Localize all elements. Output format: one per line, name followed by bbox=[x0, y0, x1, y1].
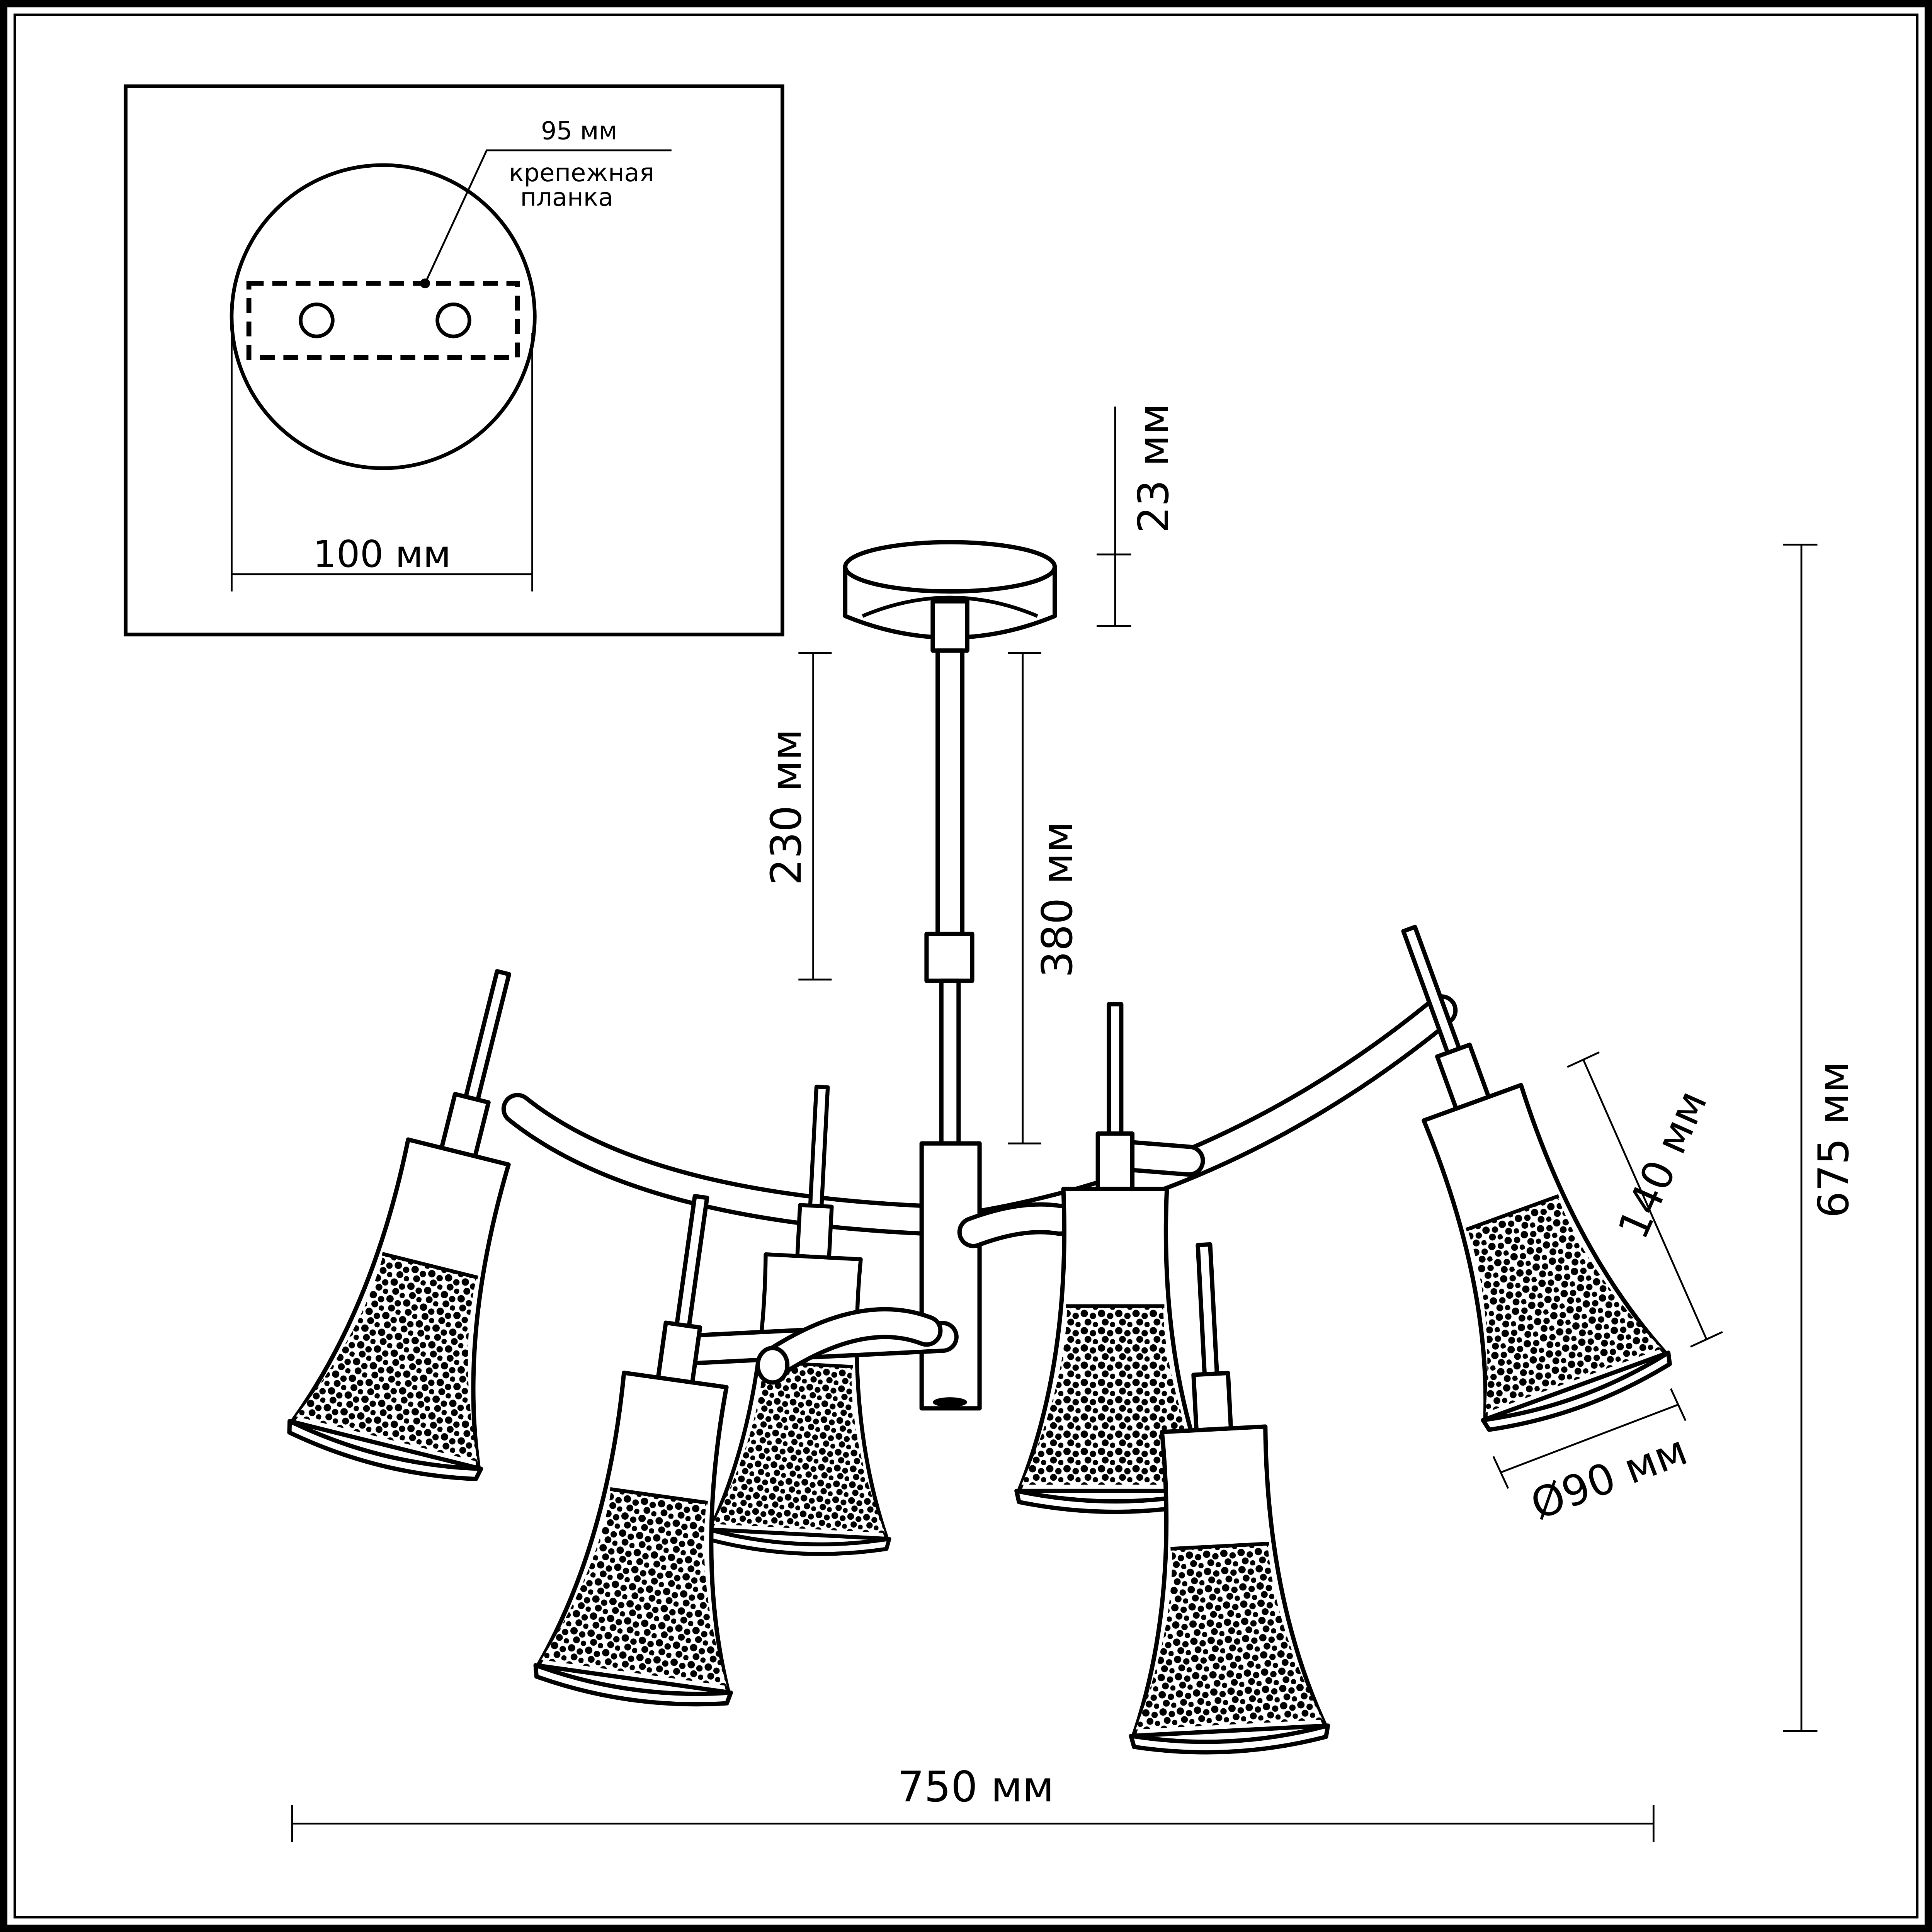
shade-height-label: 140 мм bbox=[1608, 1083, 1717, 1246]
shade-far-left bbox=[285, 949, 599, 1489]
total-height-label: 675 мм bbox=[1809, 1061, 1858, 1218]
leader-line bbox=[424, 149, 672, 284]
canopy-diameter-label: 100 мм bbox=[313, 532, 451, 576]
rod-length-label: 230 мм bbox=[762, 729, 811, 885]
shade-far-right bbox=[1316, 895, 1675, 1440]
rod bbox=[935, 648, 965, 939]
mounting-plate-inset: 95 мм крепежная планка 100 мм bbox=[124, 84, 784, 637]
screw-hole bbox=[299, 302, 335, 338]
canopy bbox=[843, 540, 1057, 594]
shade-diameter-label: Ø90 мм bbox=[1524, 1425, 1694, 1530]
central-body bbox=[919, 1141, 982, 1411]
plate-width-label: 95 мм bbox=[541, 117, 617, 145]
plate-name-label: планка bbox=[520, 184, 613, 212]
mounting-plate bbox=[246, 281, 520, 360]
chandelier bbox=[285, 540, 1675, 1757]
total-width-label: 750 мм bbox=[898, 1762, 1054, 1811]
canopy-circle bbox=[230, 163, 537, 470]
screw-hole bbox=[435, 302, 471, 338]
canopy-height-label: 23 мм bbox=[1129, 403, 1178, 533]
coupler bbox=[924, 932, 975, 983]
plate-name-label: крепежная bbox=[509, 159, 654, 187]
inner-frame bbox=[14, 14, 1918, 1918]
body-height-label: 380 мм bbox=[1033, 821, 1082, 978]
